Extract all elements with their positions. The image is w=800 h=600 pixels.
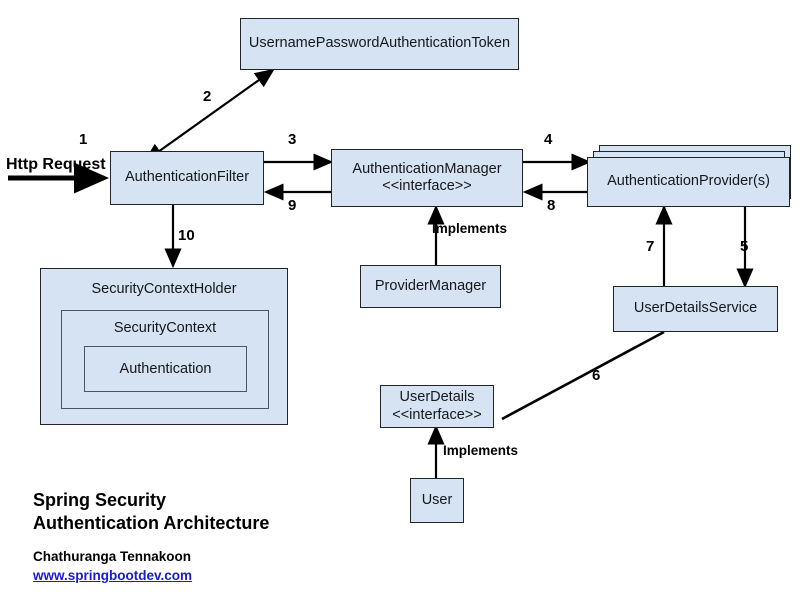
diagram-title: Spring Security Authentication Architect… xyxy=(33,490,270,534)
implements-label-provider-manager: Implements xyxy=(432,221,508,236)
edge-number-2: 2 xyxy=(203,88,212,105)
node-security-context[interactable]: SecurityContext Authentication xyxy=(61,310,269,409)
security-context-holder-label: SecurityContextHolder xyxy=(91,281,237,297)
node-provider-manager[interactable]: ProviderManager xyxy=(360,265,501,308)
node-authentication-filter[interactable]: AuthenticationFilter xyxy=(110,151,264,205)
edge-number-8: 8 xyxy=(547,197,556,214)
security-context-label: SecurityContext xyxy=(113,320,217,336)
diagram-author: Chathuranga Tennakoon xyxy=(33,549,192,564)
node-label: AuthenticationManager <<interface>> xyxy=(352,160,502,194)
diagram-website-link[interactable]: www.springbootdev.com xyxy=(33,568,193,583)
node-label: User xyxy=(421,491,453,508)
edge-number-9: 9 xyxy=(288,197,297,214)
node-username-password-authentication-token[interactable]: UsernamePasswordAuthenticationToken xyxy=(240,18,519,70)
edge-number-6: 6 xyxy=(592,367,601,384)
edge-number-4: 4 xyxy=(544,131,553,148)
node-label: UserDetails <<interface>> xyxy=(392,389,482,423)
edge-number-10: 10 xyxy=(178,227,195,244)
edge-number-5: 5 xyxy=(740,238,749,255)
node-label: AuthenticationProvider(s) xyxy=(607,173,770,190)
edge-number-3: 3 xyxy=(288,131,297,148)
node-user-details-service[interactable]: UserDetailsService xyxy=(613,286,778,332)
authentication-label: Authentication xyxy=(119,361,212,377)
edge-number-1: 1 xyxy=(79,131,88,148)
edge-2-filter-to-token xyxy=(143,68,275,163)
node-user[interactable]: User xyxy=(410,478,464,523)
http-request-label: Http Request xyxy=(6,156,106,173)
node-label: UserDetailsService xyxy=(633,300,758,317)
node-authentication-manager[interactable]: AuthenticationManager <<interface>> xyxy=(331,149,523,207)
node-user-details[interactable]: UserDetails <<interface>> xyxy=(380,385,494,428)
implements-label-user: Implements xyxy=(443,443,519,458)
edge-number-7: 7 xyxy=(646,238,655,255)
node-security-context-holder[interactable]: SecurityContextHolder SecurityContext Au… xyxy=(40,268,288,425)
node-authentication[interactable]: Authentication xyxy=(84,346,247,392)
node-authentication-provider[interactable]: AuthenticationProvider(s) xyxy=(587,157,790,207)
node-label: AuthenticationFilter xyxy=(124,169,250,186)
node-label: UsernamePasswordAuthenticationToken xyxy=(248,35,511,52)
edge-6-userdetails-to-userdetailsservice xyxy=(501,330,665,421)
node-label: ProviderManager xyxy=(374,277,487,294)
